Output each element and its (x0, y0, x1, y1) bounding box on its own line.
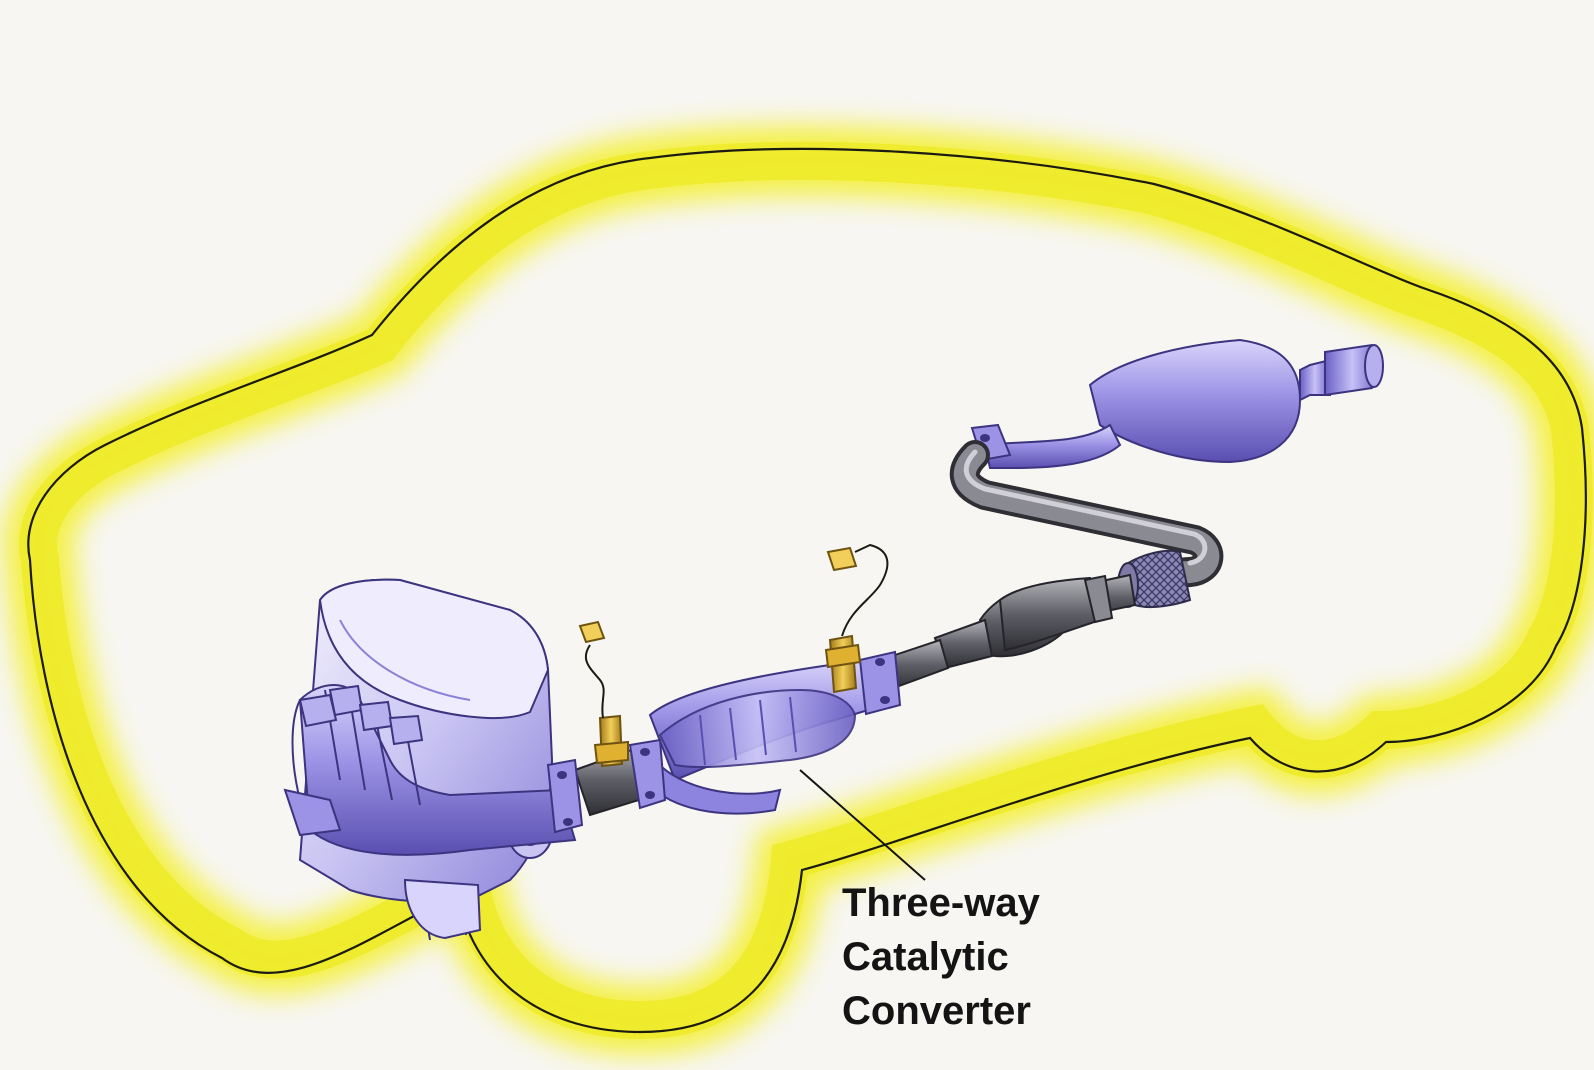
callout-leader-line (799, 769, 926, 881)
car-outline (3, 125, 1594, 1056)
oxygen-sensor-downstream (824, 543, 889, 694)
muffler (1088, 338, 1384, 464)
exhaust-manifold (283, 684, 584, 856)
callout-line-3: Converter (842, 989, 1031, 1033)
rear-converter (998, 574, 1114, 652)
oxygen-sensor-upstream (578, 620, 629, 768)
flex-pipe (1117, 549, 1192, 609)
tail-inlet-pipe (970, 423, 1122, 470)
callout-label: Three-way Catalytic Converter (842, 876, 1142, 1038)
front-pipe (573, 738, 667, 817)
callout-line-2: Catalytic (842, 935, 1009, 979)
intermediate-pipe (949, 440, 1224, 590)
catalytic-converter (648, 650, 902, 815)
callout-line-1: Three-way (842, 881, 1040, 925)
